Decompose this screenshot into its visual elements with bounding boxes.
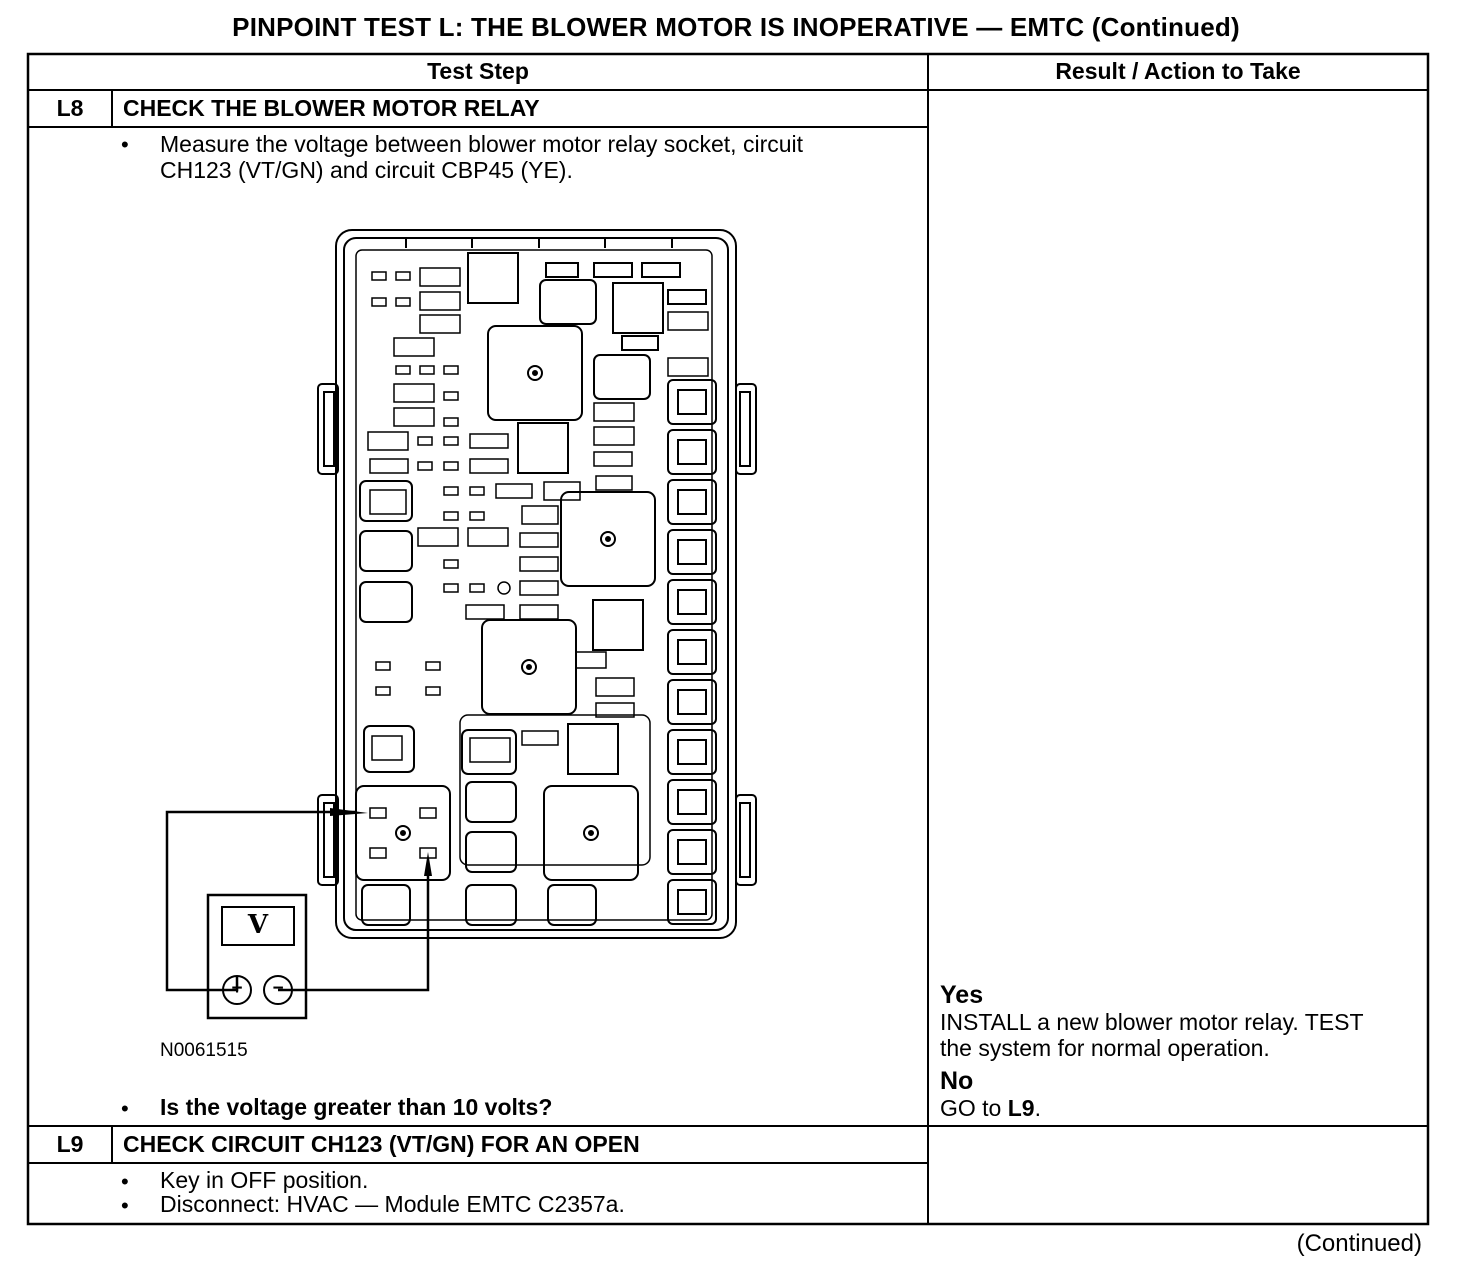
result-yes-label: Yes <box>940 981 984 1009</box>
bullet-l8-question: • <box>121 1096 129 1121</box>
result-yes-line-2: the system for normal operation. <box>940 1035 1270 1061</box>
bullet-l9-2: • <box>121 1193 129 1218</box>
bullet-l8-measure: • <box>121 132 129 157</box>
step-id-l9: L9 <box>56 1131 84 1157</box>
result-yes-line-1: INSTALL a new blower motor relay. TEST <box>940 1009 1364 1035</box>
footer-continued: (Continued) <box>1296 1230 1422 1257</box>
instruction-line-1: Measure the voltage between blower motor… <box>160 131 804 157</box>
bullet-l9-1: • <box>121 1169 129 1194</box>
col-header-test-step: Test Step <box>427 58 529 84</box>
l9-item-1: Key in OFF position. <box>160 1167 369 1193</box>
meter-display-v: V <box>247 910 269 940</box>
l9-item-2: Disconnect: HVAC — Module EMTC C2357a. <box>160 1191 625 1217</box>
meter-minus-terminal: − <box>272 978 284 999</box>
step-title-l8: CHECK THE BLOWER MOTOR RELAY <box>123 95 540 121</box>
step-title-l9: CHECK CIRCUIT CH123 (VT/GN) FOR AN OPEN <box>123 1131 640 1157</box>
instruction-line-2: CH123 (VT/GN) and circuit CBP45 (YE). <box>160 157 573 183</box>
result-no-action: GO to L9. <box>940 1095 1041 1121</box>
col-header-result-action: Result / Action to Take <box>1055 58 1301 84</box>
page-title: PINPOINT TEST L: THE BLOWER MOTOR IS INO… <box>232 12 1240 42</box>
figure-id: N0061515 <box>160 1040 248 1061</box>
result-no-end: . <box>1034 1095 1041 1121</box>
step-id-l8: L8 <box>56 95 84 121</box>
question-text: Is the voltage greater than 10 volts? <box>160 1094 553 1120</box>
fuse-box-diagram <box>165 229 757 1020</box>
result-no-label: No <box>940 1067 974 1095</box>
result-no-ref: L9 <box>1007 1095 1035 1121</box>
result-no-text: GO to <box>940 1095 1008 1121</box>
meter-plus-terminal: + <box>231 978 243 999</box>
